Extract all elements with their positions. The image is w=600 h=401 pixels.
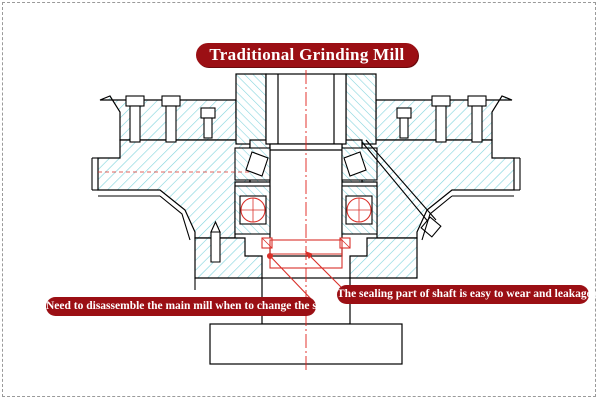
bearing-left <box>234 147 273 249</box>
page-frame <box>2 2 596 397</box>
callout-seal-disassembly: Need to disassemble the main mill when t… <box>46 297 331 316</box>
bolts-left <box>125 95 221 263</box>
oil-pipe <box>361 139 442 238</box>
callout-leaders <box>266 251 343 301</box>
bearing-right <box>339 147 378 249</box>
callout-shaft-wear: The sealing part of shaft is easy to wea… <box>337 285 600 304</box>
housing-outline-left <box>91 157 250 290</box>
housing-outline-right <box>421 157 521 241</box>
diagram-title: Traditional Grinding Mill <box>196 43 418 67</box>
bolts-right <box>396 95 487 143</box>
